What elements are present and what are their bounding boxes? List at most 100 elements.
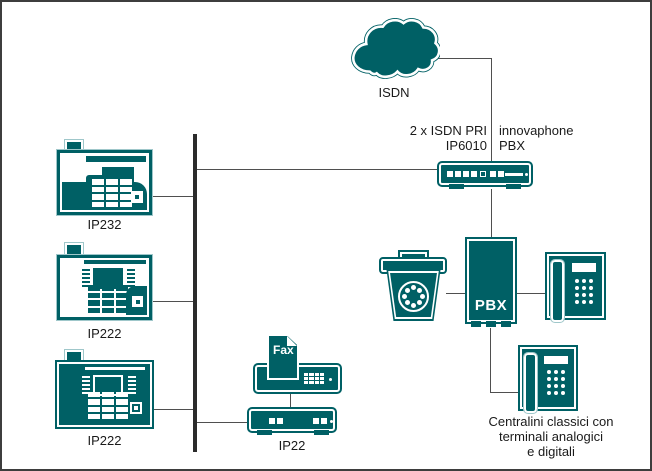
cell — [88, 307, 100, 313]
led-icon — [330, 420, 333, 423]
cell — [102, 399, 114, 405]
keypad-icon — [92, 179, 132, 207]
dial-hole — [420, 294, 425, 299]
cell — [128, 388, 136, 390]
dial-hole — [417, 300, 423, 306]
phone-body — [55, 360, 154, 429]
cell — [82, 376, 90, 378]
cell — [575, 300, 579, 304]
handset-icon — [523, 352, 538, 414]
phone-top-strip — [85, 367, 145, 370]
cell — [102, 307, 114, 313]
nav-button-icon — [130, 402, 142, 414]
cell — [127, 277, 135, 279]
fax-doc-fold — [287, 336, 297, 346]
cell — [561, 377, 565, 381]
cell — [116, 413, 128, 419]
cell — [92, 194, 104, 200]
function-keys-icon — [128, 376, 136, 394]
cell — [128, 392, 136, 394]
cell — [309, 373, 314, 376]
cloud-label: ISDN — [378, 85, 410, 100]
fax-doc-fill: Fax — [269, 336, 297, 378]
fax-document-icon: Fax — [267, 334, 299, 380]
port-icon — [463, 171, 469, 177]
gateway-name-line1: innovaphone — [499, 123, 574, 138]
cell — [82, 380, 90, 382]
pbx-cabinet-icon: PBX — [465, 237, 517, 327]
port-icon — [313, 418, 319, 424]
phone-body — [56, 149, 153, 216]
cell — [554, 370, 558, 374]
function-keys-icon — [127, 269, 135, 287]
status-bar-icon — [505, 173, 523, 176]
cell — [116, 392, 128, 398]
dial-hole — [404, 300, 410, 306]
cell — [116, 285, 128, 291]
cell — [120, 179, 132, 185]
cell — [102, 300, 114, 306]
cell — [120, 186, 132, 192]
cell — [82, 384, 90, 386]
connector-pbx-phone-right — [515, 293, 547, 294]
cell — [120, 201, 132, 207]
function-keys-icon — [82, 376, 90, 394]
phone-body — [56, 254, 153, 321]
desk-phone-icon — [545, 252, 606, 323]
cell — [582, 300, 586, 304]
cell — [120, 194, 132, 200]
cell — [561, 384, 565, 388]
cell — [116, 399, 128, 405]
port-icon — [498, 171, 504, 177]
cell — [116, 406, 128, 412]
phone2-label: IP222 — [87, 326, 122, 341]
cell — [102, 285, 114, 291]
port-icon — [277, 418, 283, 424]
cell — [589, 279, 593, 283]
led-icon — [525, 173, 528, 176]
cell — [106, 186, 118, 192]
cell — [547, 370, 551, 374]
phone-lower-panel — [126, 286, 147, 315]
cell — [127, 273, 135, 275]
cell — [82, 269, 90, 271]
cell — [88, 392, 100, 398]
connector-bus-ip22 — [197, 422, 249, 423]
connector-fax-ip22 — [290, 392, 291, 409]
cell — [554, 384, 558, 388]
port-icon — [269, 418, 275, 424]
cell — [314, 381, 319, 384]
cell — [102, 392, 114, 398]
cell — [82, 281, 90, 283]
cell — [82, 392, 90, 394]
keypad-icon — [88, 285, 128, 313]
gateway-annotation-right: innovaphone PBX — [499, 123, 619, 153]
bus-line — [193, 134, 197, 452]
phone1-label: IP232 — [87, 217, 122, 232]
cell — [127, 281, 135, 283]
cell — [589, 293, 593, 297]
cell — [102, 292, 114, 298]
ip222-phone-icon — [55, 349, 154, 429]
cell — [575, 286, 579, 290]
cell — [575, 293, 579, 297]
cell — [582, 279, 586, 283]
cell — [82, 285, 90, 287]
cell — [106, 179, 118, 185]
cell — [319, 377, 324, 380]
cell — [106, 201, 118, 207]
fax-button-icon — [329, 378, 332, 381]
pbx-foot — [501, 321, 511, 327]
handset-icon — [550, 259, 565, 323]
cell — [106, 194, 118, 200]
cell — [582, 286, 586, 290]
ip222-phone-icon — [56, 242, 153, 321]
port-icon — [471, 171, 477, 177]
fax-keypad-icon — [304, 373, 324, 384]
gateway-annotation-left: 2 x ISDN PRI IP6010 — [362, 123, 487, 153]
function-keys-icon — [82, 269, 90, 287]
port-icon — [321, 418, 327, 424]
cell — [128, 376, 136, 378]
dial-hole — [417, 287, 423, 293]
device-foot — [257, 430, 272, 435]
